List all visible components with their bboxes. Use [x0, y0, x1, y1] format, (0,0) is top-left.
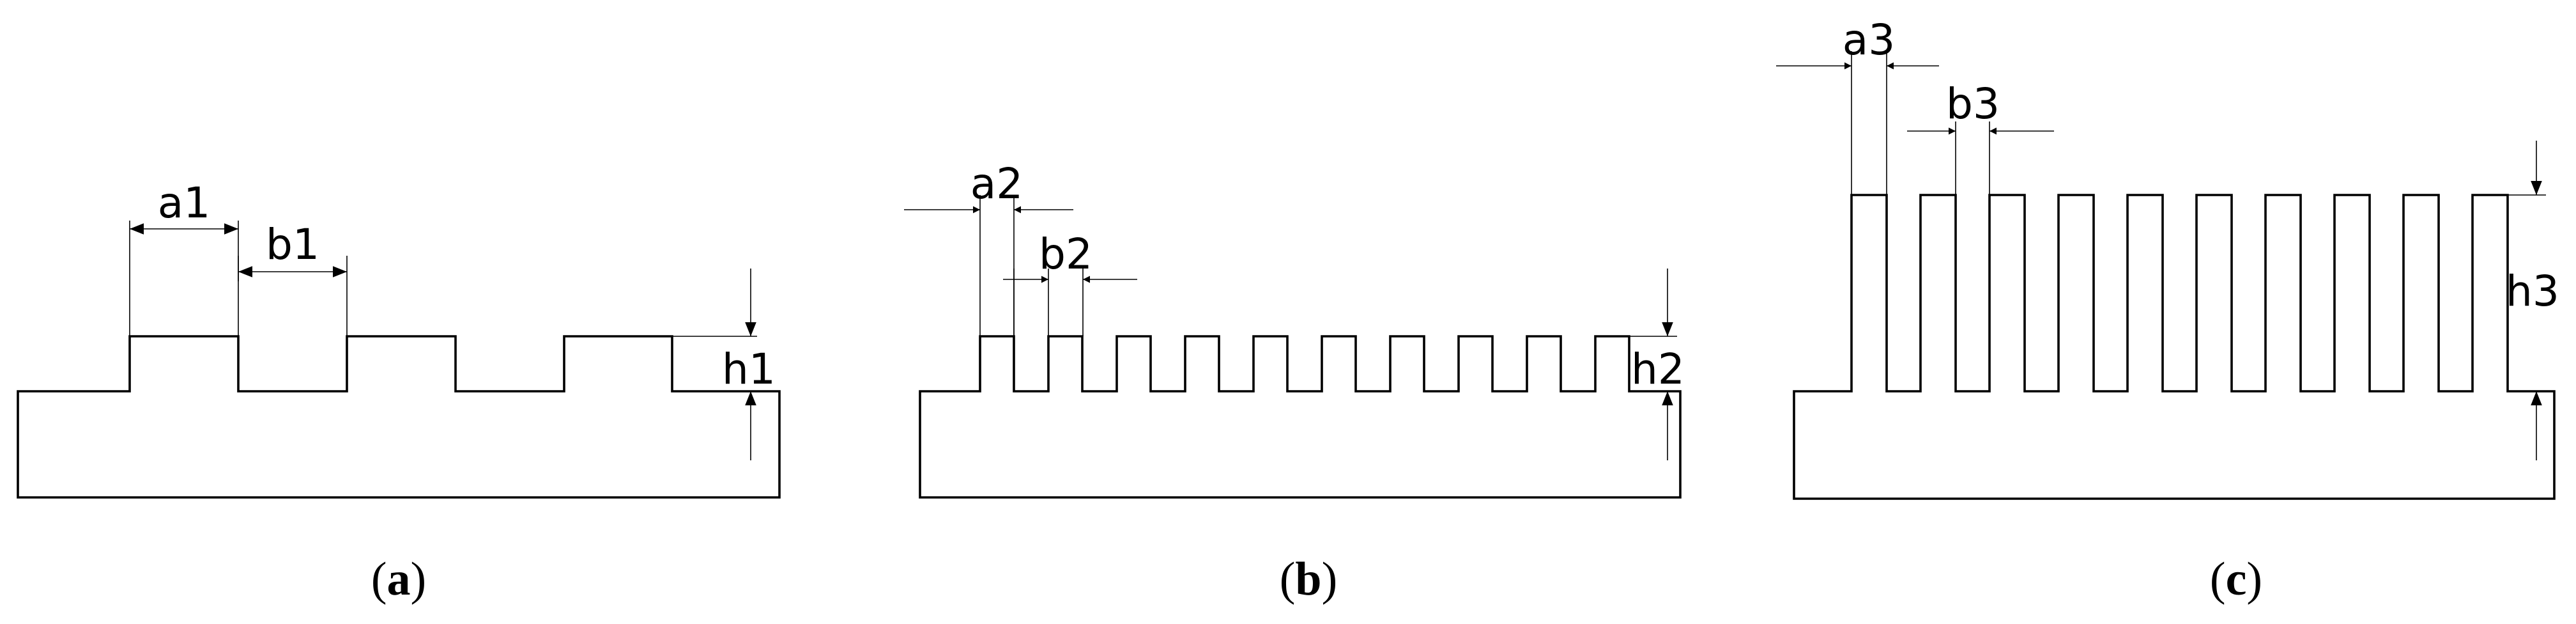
- label-a3: a3: [1843, 15, 1895, 65]
- caption-a: (a): [371, 553, 426, 605]
- dimension-b2: b2: [1003, 230, 1137, 336]
- caption-b: (b): [1280, 553, 1337, 605]
- dimension-h3: h3: [2506, 141, 2559, 460]
- label-b2: b2: [1039, 230, 1092, 279]
- panel-a-profile: [17, 335, 781, 499]
- panel-a: a1 b1 h1 (a): [17, 178, 781, 605]
- panel-b: a2 b2 h2 (b): [904, 159, 1685, 605]
- caption-c: (c): [2210, 553, 2262, 605]
- dimension-h1: h1: [672, 269, 776, 460]
- label-a2: a2: [970, 159, 1023, 208]
- dimension-a3: a3: [1776, 15, 1939, 195]
- dimension-a1: a1: [129, 178, 239, 336]
- dimension-b1: b1: [238, 220, 348, 336]
- panel-c-profile: [1793, 194, 2556, 500]
- label-a1: a1: [158, 178, 210, 228]
- label-h1: h1: [722, 345, 776, 394]
- dimension-b3: b3: [1907, 79, 2054, 195]
- label-b1: b1: [266, 220, 319, 269]
- label-h3: h3: [2506, 267, 2559, 316]
- panel-c: a3 b3 h3 (c): [1776, 15, 2559, 605]
- label-b3: b3: [1946, 79, 2000, 129]
- label-h2: h2: [1631, 345, 1685, 394]
- panel-b-profile: [919, 335, 1682, 499]
- dimension-h2: h2: [1629, 269, 1685, 460]
